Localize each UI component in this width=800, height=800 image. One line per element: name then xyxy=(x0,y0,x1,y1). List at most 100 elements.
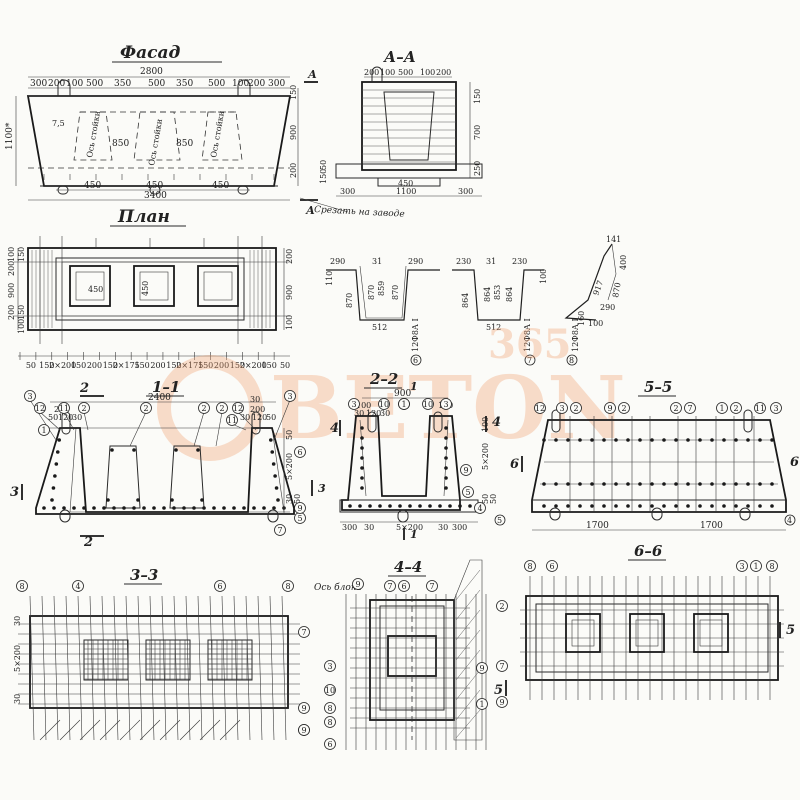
facade-dim-10: 200 xyxy=(248,79,265,89)
plan-bottom-dim-10: 2×175 xyxy=(176,361,203,370)
s44-mark-9: 9 xyxy=(479,664,484,673)
s55-dot-31 xyxy=(662,482,666,486)
s11-dim-2: 50 xyxy=(48,413,58,422)
s55-dot-48 xyxy=(734,438,738,442)
s33-left-1: 30 xyxy=(13,616,22,626)
s22-mark-3: 10 xyxy=(423,400,433,409)
s44-mark-2: 6 xyxy=(401,582,406,591)
s11-side-1: 5 xyxy=(297,514,302,523)
s11-mark-4-circle xyxy=(140,402,152,414)
s55-dot-30 xyxy=(662,438,666,442)
s33-mark-7: 9 xyxy=(301,726,306,735)
plan-right-2: 900 xyxy=(285,285,294,300)
s11-dot-0 xyxy=(42,506,46,510)
plan-inner-dim-1: 450 xyxy=(88,285,103,294)
s22-dot-16 xyxy=(368,504,372,508)
section-11-cut-bottom: 2 xyxy=(83,535,93,550)
s11-dot-40 xyxy=(196,448,200,452)
s33-mark-2-circle xyxy=(214,580,226,592)
s66-mark-6: 7 xyxy=(499,662,504,671)
s55-dot-9 xyxy=(578,438,582,442)
s11-dot-21 xyxy=(252,506,256,510)
s22-right-4: 50 xyxy=(489,494,498,504)
s66-mark-0-circle xyxy=(524,560,536,572)
s55-dot-41 xyxy=(698,504,702,508)
s22-dot-21 xyxy=(418,504,422,508)
s33-mark-4-circle xyxy=(298,626,310,638)
shape6-mark: 6 xyxy=(413,356,418,365)
s22-bottom-3: 5×200 xyxy=(396,523,423,532)
s66-cut-5-left: 5 xyxy=(494,683,503,698)
facade-view: Фасад 2800 300 200 100 500 350 500 350 5… xyxy=(5,43,318,217)
plan-left-4: 900 xyxy=(7,283,16,298)
s55-mark-8-circle xyxy=(730,402,742,414)
shape6-dim-2: 31 xyxy=(372,257,382,266)
s22-mark-6-circle xyxy=(462,486,474,498)
s44-axis: Ось блока xyxy=(314,582,362,593)
plan-bottom-dim-11: 150 xyxy=(198,361,213,370)
s11-dot-43 xyxy=(170,498,174,502)
aa-left-2: 150 xyxy=(319,169,328,184)
s11-dot-23 xyxy=(272,506,276,510)
plan-right-1: 200 xyxy=(285,249,294,264)
facade-dim-6: 500 xyxy=(148,79,165,89)
s66-mark-2-circle xyxy=(736,560,748,572)
s11-dot-25 xyxy=(57,438,61,442)
s11-dot-3 xyxy=(72,506,76,510)
s11-dot-31 xyxy=(53,474,57,478)
s22-dot-22 xyxy=(428,504,432,508)
s66-mark-4-circle xyxy=(766,560,778,572)
s55-side-4: 4 xyxy=(787,516,792,525)
s55-dot-56 xyxy=(758,504,762,508)
s22-dot-15 xyxy=(358,504,362,508)
plan-bottom-dim-9: 150 xyxy=(166,361,181,370)
facade-dim-2: 200 xyxy=(48,79,65,89)
s11-mark-9: 3 xyxy=(287,392,292,401)
s22-dim-4: 30 xyxy=(380,409,390,418)
plan-bottom-dim-2: 2×200 xyxy=(49,361,76,370)
facade-right-dim-1: 150 xyxy=(289,85,298,100)
s55-mark-9: 11 xyxy=(755,404,765,413)
s11-dot-15 xyxy=(192,506,196,510)
s22-bottom-5: 300 xyxy=(452,523,467,532)
s22-dot-11 xyxy=(444,476,448,480)
s55-dot-42 xyxy=(710,438,714,442)
facade-right-dim-2: 900 xyxy=(289,125,298,140)
aa-top-dim-5: 200 xyxy=(436,68,451,77)
s44-mark-1: 7 xyxy=(387,582,392,591)
s22-dot-24 xyxy=(448,504,452,508)
s33-mark-3-circle xyxy=(282,580,294,592)
s66-cut-5-right: 5 xyxy=(786,623,795,638)
s66-mark-7: 9 xyxy=(499,698,504,707)
s55-dot-4 xyxy=(554,482,558,486)
s22-dim-1: 100 xyxy=(356,401,371,410)
s11-dim-7: 50 xyxy=(266,413,276,422)
shape8-dim-1: 141 xyxy=(606,235,621,244)
s55-mark-8: 2 xyxy=(733,404,738,413)
s22-cut-1-top: 1 xyxy=(410,380,418,393)
plan-bottom-dim-7: 150 xyxy=(134,361,149,370)
s11-dim-5: 30 xyxy=(240,413,250,422)
s22-mark-1-circle xyxy=(378,398,390,410)
s55-mark-7: 1 xyxy=(719,404,724,413)
s11-side-0-circle xyxy=(294,446,306,458)
s22-dot-18 xyxy=(388,504,392,508)
s11-cut-3-right: 3 xyxy=(318,482,326,495)
s22-mark-8: 4 xyxy=(477,504,482,513)
s11-dot-2 xyxy=(62,506,66,510)
s66-mark-6-circle xyxy=(496,660,508,672)
s11-side-3-circle xyxy=(294,502,306,514)
s11-dot-7 xyxy=(112,506,116,510)
s55-mark-0-circle xyxy=(534,402,546,414)
s22-mark-3-circle xyxy=(422,398,434,410)
shape7-dim-9: 512 xyxy=(486,323,501,332)
s22-dot-14 xyxy=(348,504,352,508)
section-55-title: 5–5 xyxy=(644,378,672,396)
plan-bottom-dim-14: 2×200 xyxy=(240,361,267,370)
s55-dot-8 xyxy=(566,504,570,508)
